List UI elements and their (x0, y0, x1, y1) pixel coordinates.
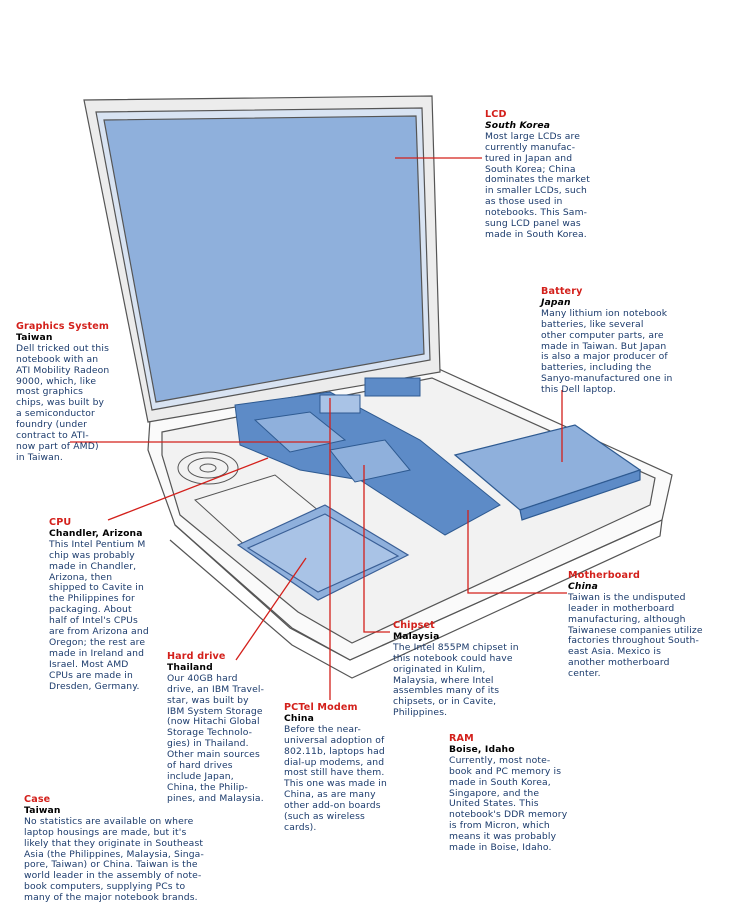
case-place: Taiwan (24, 804, 61, 816)
hard-drive (236, 504, 410, 601)
ram-place: Boise, Idaho (449, 743, 515, 755)
harddrive-place: Thailand (167, 661, 213, 673)
graphics-callout: Graphics System Taiwan Dell tricked out … (16, 321, 110, 464)
motherboard-title: Motherboard (568, 570, 640, 581)
fan (177, 451, 239, 485)
cpu-place: Chandler, Arizona (49, 527, 143, 539)
callout-lines (70, 157, 567, 700)
battery-place: Japan (541, 296, 571, 308)
motherboard-leader (467, 510, 567, 594)
harddrive-title: Hard drive (167, 651, 226, 662)
lcd-callout: LCD South Korea Most large LCDs are curr… (485, 109, 590, 241)
graphics-description: Dell tricked out this notebook with an A… (16, 342, 110, 463)
chipset-description: The Intel 855PM chipset in this notebook… (393, 641, 519, 719)
harddrive-callout: Hard drive Thailand Our 40GB hard drive,… (167, 651, 265, 805)
battery-title: Battery (541, 286, 583, 297)
cpu-description: This Intel Pentium M chip was probably m… (49, 538, 149, 692)
motherboard-place: China (568, 580, 598, 592)
battery-callout: Battery Japan Many lithium ion notebook … (541, 286, 673, 396)
harddrive-description: Our 40GB hard drive, an IBM Travel- star… (167, 672, 265, 804)
chipset-place: Malaysia (393, 630, 440, 642)
battery (453, 424, 642, 521)
case-callout: Case Taiwan No statistics are available … (24, 794, 204, 904)
lcd-title: LCD (485, 109, 507, 120)
graphics-place: Taiwan (16, 331, 53, 343)
lcd-description: Most large LCDs are currently manufac- t… (485, 130, 590, 240)
laptop-lid (83, 95, 441, 423)
modem-description: Before the near- universal adoption of 8… (284, 723, 387, 833)
cpu-title: CPU (49, 517, 72, 528)
ram-description: Currently, most note- book and PC memory… (449, 754, 568, 854)
modem-title: PCTel Modem (284, 702, 358, 713)
battery-description: Many lithium ion notebook batteries, lik… (541, 307, 673, 396)
graphics-title: Graphics System (16, 321, 110, 332)
case-title: Case (24, 794, 51, 805)
harddrive-leader (235, 557, 307, 661)
motherboard-description: Taiwan is the undisputed leader in mothe… (568, 591, 703, 680)
motherboard-callout: Motherboard China Taiwan is the undisput… (568, 570, 703, 680)
modem-place: China (284, 712, 314, 724)
chipset-leader (363, 465, 390, 633)
chipset-title: Chipset (393, 620, 435, 631)
ram-callout: RAM Boise, Idaho Currently, most note- b… (449, 733, 568, 854)
ram-title: RAM (449, 733, 474, 744)
modem-callout: PCTel Modem China Before the near- unive… (284, 702, 387, 834)
chipset-callout: Chipset Malaysia The Intel 855PM chipset… (393, 620, 519, 719)
case-description: No statistics are available on where lap… (24, 815, 204, 904)
cpu-callout: CPU Chandler, Arizona This Intel Pentium… (49, 517, 149, 693)
lcd-place: South Korea (485, 119, 551, 131)
cpu-leader (107, 457, 269, 521)
